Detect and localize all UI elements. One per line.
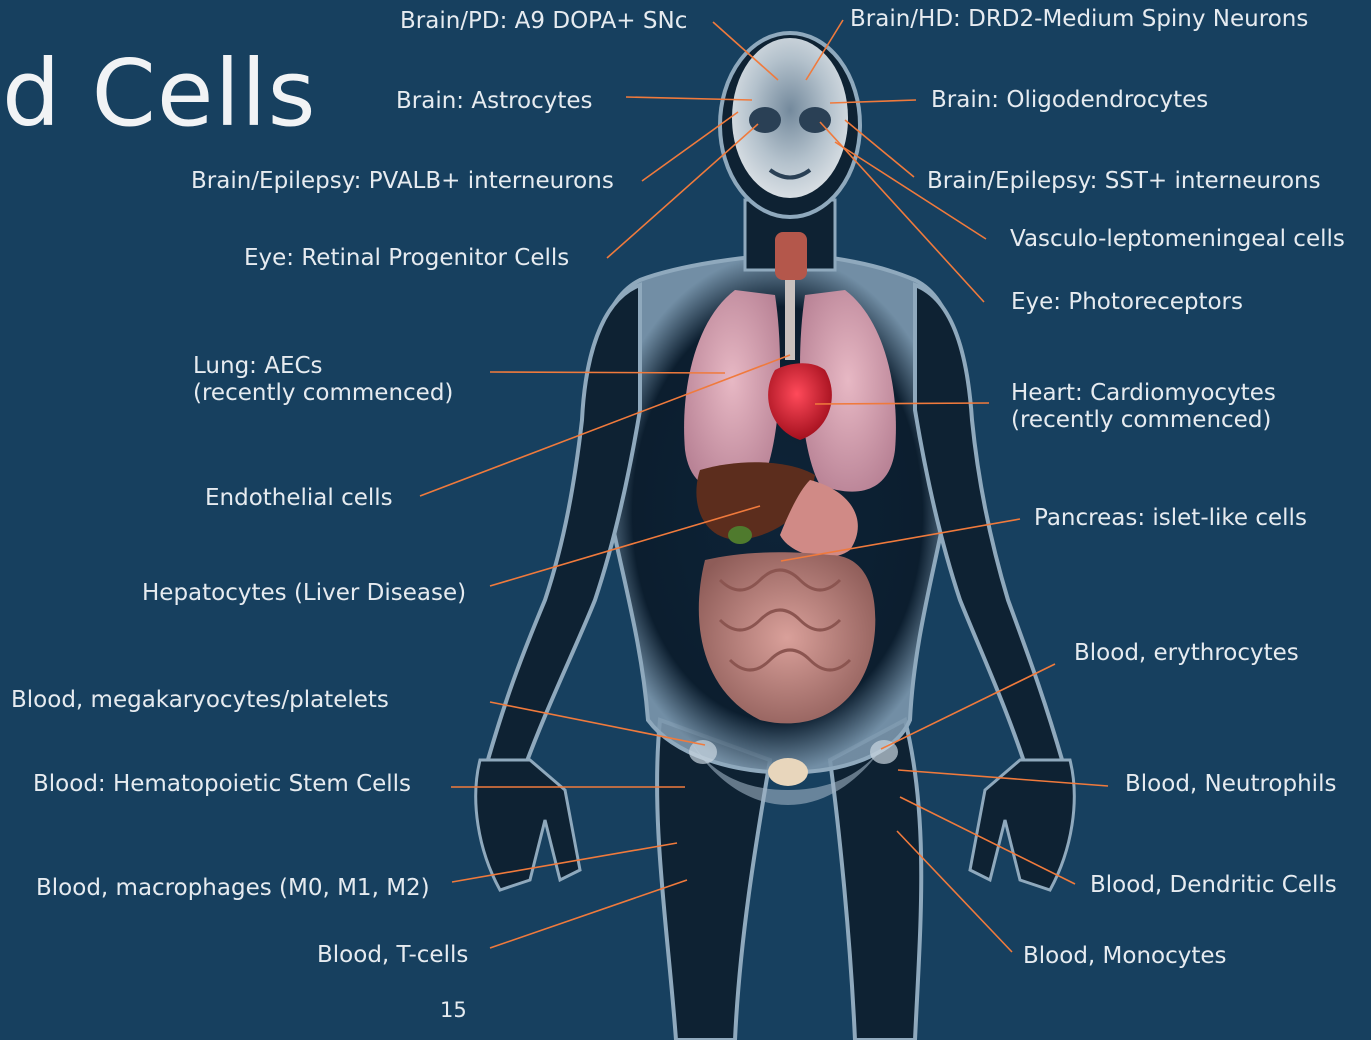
label-eye-photoreceptors: Eye: Photoreceptors xyxy=(1011,289,1243,316)
label-erythrocytes: Blood, erythrocytes xyxy=(1074,640,1299,667)
label-brain-astrocytes: Brain: Astrocytes xyxy=(396,88,593,115)
leader-line-lung xyxy=(490,372,725,373)
label-lung-line2: (recently commenced) xyxy=(193,380,453,407)
label-megakaryocytes: Blood, megakaryocytes/platelets xyxy=(11,687,389,714)
label-brain-hd: Brain/HD: DRD2-Medium Spiny Neurons xyxy=(850,6,1308,33)
label-lung: Lung: AECs (recently commenced) xyxy=(193,353,453,407)
label-heart-line1: Heart: Cardiomyocytes xyxy=(1011,380,1276,407)
leader-line-heart xyxy=(815,403,989,404)
leader-line-tcells xyxy=(490,880,687,948)
label-eye-rpc: Eye: Retinal Progenitor Cells xyxy=(244,245,569,272)
page-number: 15 xyxy=(440,998,467,1022)
label-tcells: Blood, T-cells xyxy=(317,942,468,969)
bladder xyxy=(768,758,808,786)
gallbladder xyxy=(728,526,752,544)
label-brain-pd: Brain/PD: A9 DOPA+ SNc xyxy=(400,8,687,35)
label-monocytes: Blood, Monocytes xyxy=(1023,943,1227,970)
label-vlmc: Vasculo-leptomeningeal cells xyxy=(1010,226,1345,253)
label-hsc: Blood: Hematopoietic Stem Cells xyxy=(33,771,411,798)
label-dendritic: Blood, Dendritic Cells xyxy=(1090,872,1337,899)
label-pancreas: Pancreas: islet-like cells xyxy=(1034,505,1307,532)
label-heart-line2: (recently commenced) xyxy=(1011,407,1276,434)
label-brain-pvalb: Brain/Epilepsy: PVALB+ interneurons xyxy=(191,168,614,195)
label-endothelial: Endothelial cells xyxy=(205,485,393,512)
label-hepatocytes: Hepatocytes (Liver Disease) xyxy=(142,580,466,607)
label-brain-oligodendrocytes: Brain: Oligodendrocytes xyxy=(931,87,1208,114)
label-brain-sst: Brain/Epilepsy: SST+ interneurons xyxy=(927,168,1321,195)
leader-line-eye-rpc xyxy=(607,124,758,258)
label-heart: Heart: Cardiomyocytes (recently commence… xyxy=(1011,380,1276,434)
label-lung-line1: Lung: AECs xyxy=(193,353,453,380)
label-neutrophils: Blood, Neutrophils xyxy=(1125,771,1336,798)
label-macrophages: Blood, macrophages (M0, M1, M2) xyxy=(36,875,430,902)
